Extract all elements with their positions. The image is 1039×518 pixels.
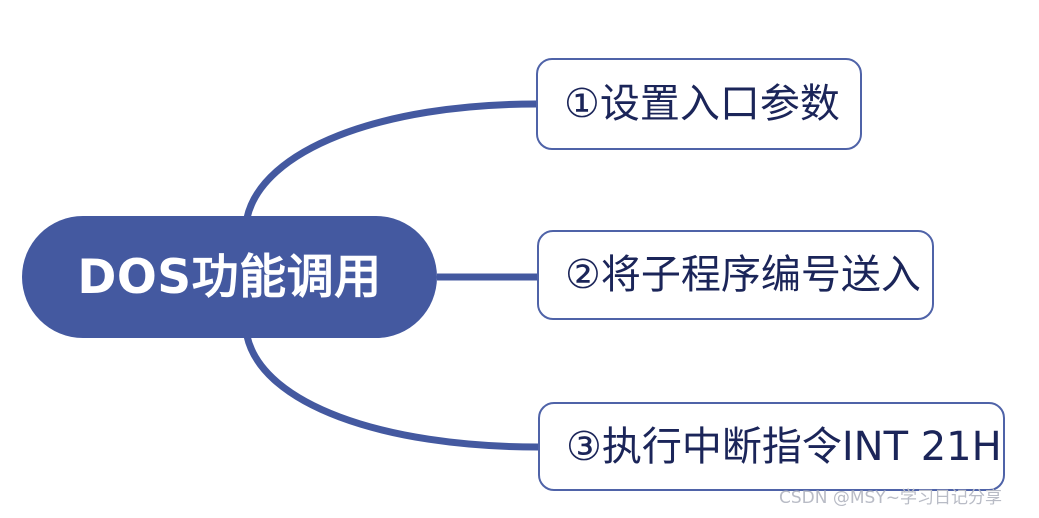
branch-node-2-label: ②将子程序编号送入 (565, 252, 921, 298)
watermark: CSDN @MSY~学习日记分享 (779, 488, 1002, 508)
branch-node-1[interactable]: ①设置入口参数 (536, 58, 862, 150)
branch-node-2[interactable]: ②将子程序编号送入 (537, 230, 934, 320)
root-node[interactable]: DOS功能调用 (22, 216, 437, 338)
connector-to-branch-1 (243, 100, 540, 222)
connector-to-branch-3 (243, 332, 542, 451)
branch-node-1-label: ①设置入口参数 (564, 81, 840, 127)
branch-node-3-label: ③执行中断指令INT 21H (566, 423, 1002, 470)
branch-node-3[interactable]: ③执行中断指令INT 21H (538, 402, 1005, 491)
root-node-label: DOS功能调用 (77, 249, 382, 305)
